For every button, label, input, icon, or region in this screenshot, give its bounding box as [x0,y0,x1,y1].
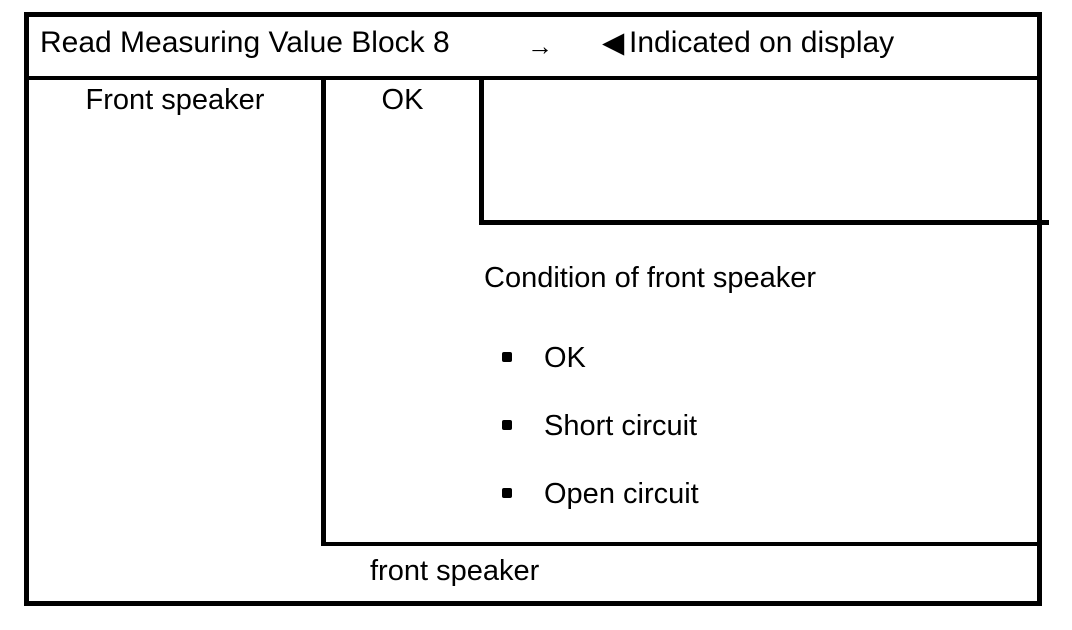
detail-option-label: OK [544,342,586,374]
header-title: Read Measuring Value Block 8 [40,26,450,59]
bullet-icon [502,352,512,362]
list-item: OK [484,344,1044,412]
cell-status-value: OK [381,84,424,116]
list-item: Short circuit [484,412,1044,480]
footer-label: front speaker [370,555,540,587]
bullet-icon [502,420,512,430]
detail-title: Condition of front speaker [484,262,817,294]
detail-option-label: Open circuit [544,478,699,510]
cell-row-label: Front speaker [85,84,265,116]
frame-border-bottom [24,601,1042,606]
left-triangle-icon: ◀ [602,27,624,59]
frame-border-left [24,12,29,606]
right-arrow-icon: → [527,31,553,61]
header-separator-line [24,76,1042,80]
bullet-icon [502,488,512,498]
footer-separator-line [321,542,1042,546]
column-divider-middle [479,76,484,224]
column-divider-left [321,76,326,546]
detail-right-rule [1037,220,1042,546]
header-indicated-label: Indicated on display [629,26,895,59]
list-item: Open circuit [484,480,1044,548]
detail-option-label: Short circuit [544,410,698,442]
frame-border-top [24,12,1042,17]
detail-top-rule [479,220,1049,225]
detail-option-list: OK Short circuit Open circuit [484,344,1044,548]
